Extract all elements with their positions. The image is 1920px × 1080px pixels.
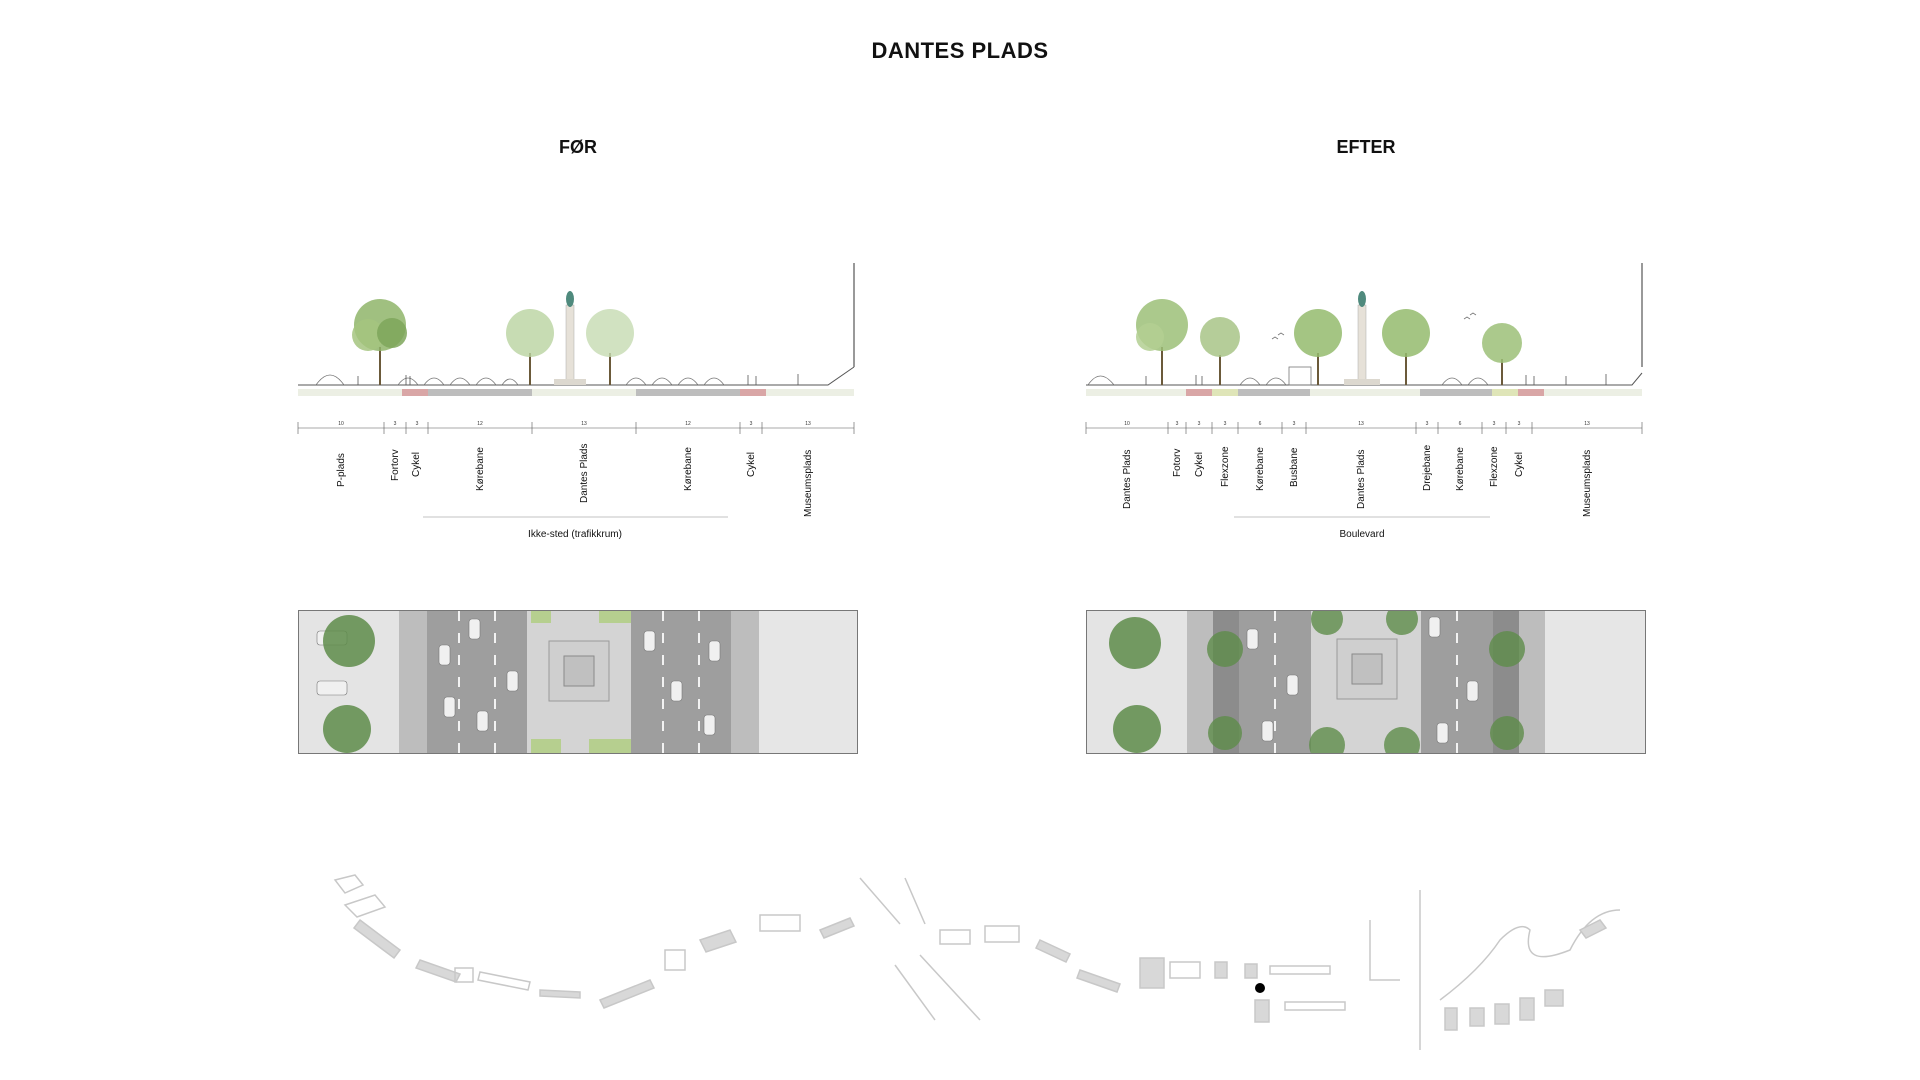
- zone-label: Kørebane: [1455, 447, 1466, 491]
- tree-icon: [1109, 611, 1525, 753]
- dimension-label: 10: [1124, 421, 1130, 427]
- tree-icon: [352, 299, 407, 385]
- dimension-label: 13: [805, 421, 811, 427]
- zone-label: Dantes Plads: [1122, 450, 1133, 509]
- ground-line: [1086, 372, 1643, 386]
- tree-icon: [1482, 323, 1522, 385]
- dimension-label: 3: [1198, 421, 1201, 427]
- road-strip: [1238, 389, 1310, 396]
- dimension-label: 12: [477, 421, 483, 427]
- pavement-strip: [1544, 389, 1642, 396]
- zone-label: Cykel: [1514, 452, 1525, 477]
- zone-label: Drejebane: [1422, 444, 1433, 491]
- lane-markings: [458, 611, 700, 753]
- dimension-ticks: [297, 422, 855, 434]
- zone-label: Museumsplads: [1582, 450, 1593, 517]
- dimension-label: 3: [1493, 421, 1496, 427]
- dimension-label: 3: [1426, 421, 1429, 427]
- dimension-label: 3: [394, 421, 397, 427]
- dimension-label: 13: [1584, 421, 1590, 427]
- flexzone-strip: [1212, 389, 1238, 396]
- zone-label: Cykel: [746, 452, 757, 477]
- road-strip: [1420, 389, 1492, 396]
- zone-label: P-plads: [336, 453, 347, 487]
- people-icon: [357, 374, 799, 385]
- dimension-label: 3: [416, 421, 419, 427]
- dimension-label: 3: [1293, 421, 1296, 427]
- context-buildings: [333, 874, 1621, 1050]
- cars-icon: [1246, 616, 1479, 744]
- road-strip: [636, 389, 740, 396]
- dimension-label: 3: [1176, 421, 1179, 427]
- monument-icon: [1344, 291, 1380, 385]
- zone-label: Kørebane: [683, 447, 694, 491]
- zone-label: Flexzone: [1220, 446, 1231, 487]
- before-title: FØR: [559, 137, 597, 157]
- after-title: EFTER: [1336, 137, 1396, 157]
- group-label: Boulevard: [1339, 529, 1384, 540]
- dimension-label: 10: [338, 421, 344, 427]
- people-icon: [1145, 374, 1607, 385]
- zone-label: Kørebane: [475, 447, 486, 491]
- dimension-label: 6: [1459, 421, 1462, 427]
- dimension-label: 12: [685, 421, 691, 427]
- zone-label: Busbane: [1289, 447, 1300, 487]
- road-strip: [428, 389, 532, 396]
- pavement-strip: [298, 389, 402, 396]
- cars-icon: [316, 618, 721, 736]
- cars-icon: [315, 374, 725, 386]
- tree-icon: [1136, 299, 1188, 385]
- zone-label: Kørebane: [1255, 447, 1266, 491]
- tree-icon: [1294, 309, 1342, 385]
- dimension-label: 3: [1518, 421, 1521, 427]
- pavement-strip: [1086, 389, 1186, 396]
- tree-icon: [506, 309, 554, 385]
- dimension-label: 3: [1224, 421, 1227, 427]
- tree-icon: [1382, 309, 1430, 385]
- zone-label: Fotorv: [1172, 449, 1183, 477]
- tree-icon: [323, 615, 375, 753]
- group-label: Ikke-sted (trafikkrum): [528, 529, 622, 540]
- zone-label: Dantes Plads: [579, 444, 590, 503]
- context-map: [333, 874, 1621, 1050]
- monument-icon: [554, 291, 586, 385]
- zone-label: Cykel: [411, 452, 422, 477]
- location-marker-icon: [1255, 983, 1265, 993]
- after-plan-view: [1086, 610, 1646, 754]
- dimension-label: 13: [1358, 421, 1364, 427]
- before-street-section: 10 3 3 12 13 12 3 13 P-plads Fortorv Cyk…: [297, 263, 855, 540]
- ground-line: [298, 366, 855, 386]
- dimension-label: 3: [750, 421, 753, 427]
- cars-icon: [1087, 366, 1489, 386]
- bike-lane-strip: [740, 389, 766, 396]
- page-title: DANTES PLADS: [871, 38, 1049, 63]
- bird-icon: [1271, 312, 1477, 340]
- tree-icon: [1200, 317, 1240, 385]
- dimension-label: 6: [1259, 421, 1262, 427]
- bike-lane-strip: [1518, 389, 1544, 396]
- before-plan-view: [298, 610, 858, 754]
- zone-label: Museumsplads: [803, 450, 814, 517]
- zone-label: Flexzone: [1489, 446, 1500, 487]
- dimension-label: 13: [581, 421, 587, 427]
- pavement-strip: [766, 389, 854, 396]
- flexzone-strip: [1492, 389, 1518, 396]
- bike-lane-strip: [402, 389, 428, 396]
- plaza-strip: [1310, 389, 1420, 396]
- dimension-ticks: [1085, 422, 1643, 434]
- after-street-section: 10 3 3 3 6 3 13 3 6 3 3 13 Dantes Plads …: [1085, 263, 1643, 540]
- bike-lane-strip: [1186, 389, 1212, 396]
- zone-label: Dantes Plads: [1356, 450, 1367, 509]
- zone-label: Fortorv: [390, 449, 401, 481]
- zone-label: Cykel: [1194, 452, 1205, 477]
- lane-markings: [1274, 611, 1458, 753]
- plaza-strip: [532, 389, 636, 396]
- tree-icon: [586, 309, 634, 385]
